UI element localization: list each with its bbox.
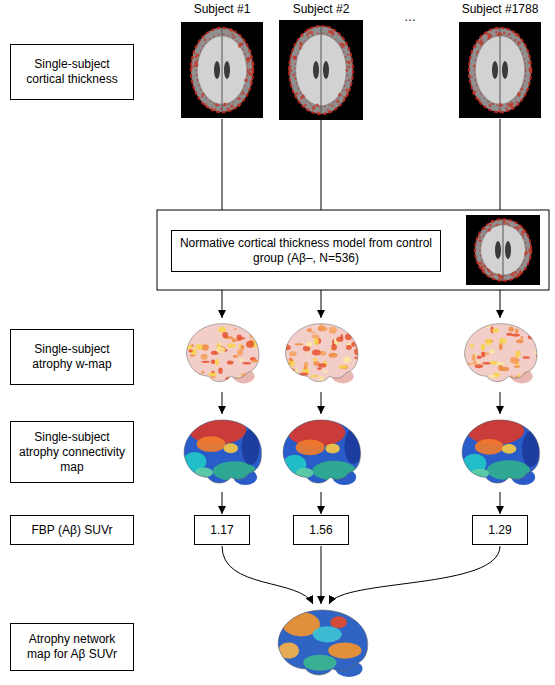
- node-text: Atrophy network map for Aβ SUVr: [17, 632, 127, 662]
- flow-arrow: [500, 392, 501, 414]
- brain-surface: [177, 416, 267, 490]
- flow-arrow: [500, 492, 501, 514]
- brain-surface: [178, 318, 265, 388]
- node-text: Normative cortical thickness model from …: [178, 236, 434, 266]
- mri-slice: [459, 22, 541, 118]
- flow-arrow: [222, 392, 223, 414]
- feed-line: [321, 119, 322, 210]
- value-box: 1.56: [293, 515, 349, 545]
- step-label-box: FBP (Aβ) SUVr: [10, 515, 134, 545]
- value-box: 1.17: [194, 515, 250, 545]
- brain-surface: [454, 318, 544, 388]
- brain-surface: [455, 416, 545, 490]
- mri-slice: [466, 215, 540, 285]
- brain-surface: [276, 416, 366, 490]
- brain-surface: [270, 606, 374, 682]
- brain-surface: [275, 317, 365, 388]
- flow-arrow: [321, 290, 322, 318]
- node-text: 1.56: [309, 523, 332, 538]
- step-label-box: Atrophy network map for Aβ SUVr: [10, 623, 134, 671]
- merge-arrow: [329, 546, 500, 604]
- step-label-box: Single-subject cortical thickness: [10, 44, 134, 100]
- node-text: 1.17: [210, 523, 233, 538]
- node-text: Single-subject atrophy connectivity map: [17, 430, 127, 475]
- model-box: Normative cortical thickness model from …: [171, 230, 441, 272]
- node-text: Single-subject cortical thickness: [17, 57, 127, 87]
- node-text: 1.29: [488, 523, 511, 538]
- step-label-box: Single-subject atrophy w-map: [10, 329, 134, 385]
- merge-arrow: [222, 546, 313, 604]
- flow-arrow: [222, 290, 223, 318]
- flow-arrow: [222, 492, 223, 514]
- column-header: Subject #2: [291, 2, 352, 16]
- flow-arrow: [321, 392, 322, 414]
- step-label-box: Single-subject atrophy connectivity map: [10, 421, 134, 483]
- column-header: Subject #1: [192, 2, 253, 16]
- merge-arrow: [321, 546, 322, 604]
- node-text: Single-subject atrophy w-map: [17, 342, 127, 372]
- mri-slice: [181, 22, 263, 118]
- feed-line: [500, 119, 501, 210]
- feed-line: [222, 119, 223, 210]
- column-header: Subject #1788: [460, 2, 541, 16]
- flow-arrow: [500, 290, 501, 318]
- model-frame: [157, 210, 549, 290]
- flow-arrow: [321, 492, 322, 514]
- node-text: FBP (Aβ) SUVr: [32, 523, 113, 538]
- ellipsis-mark: …: [402, 10, 418, 24]
- mri-slice: [279, 20, 363, 120]
- value-box: 1.29: [472, 515, 528, 545]
